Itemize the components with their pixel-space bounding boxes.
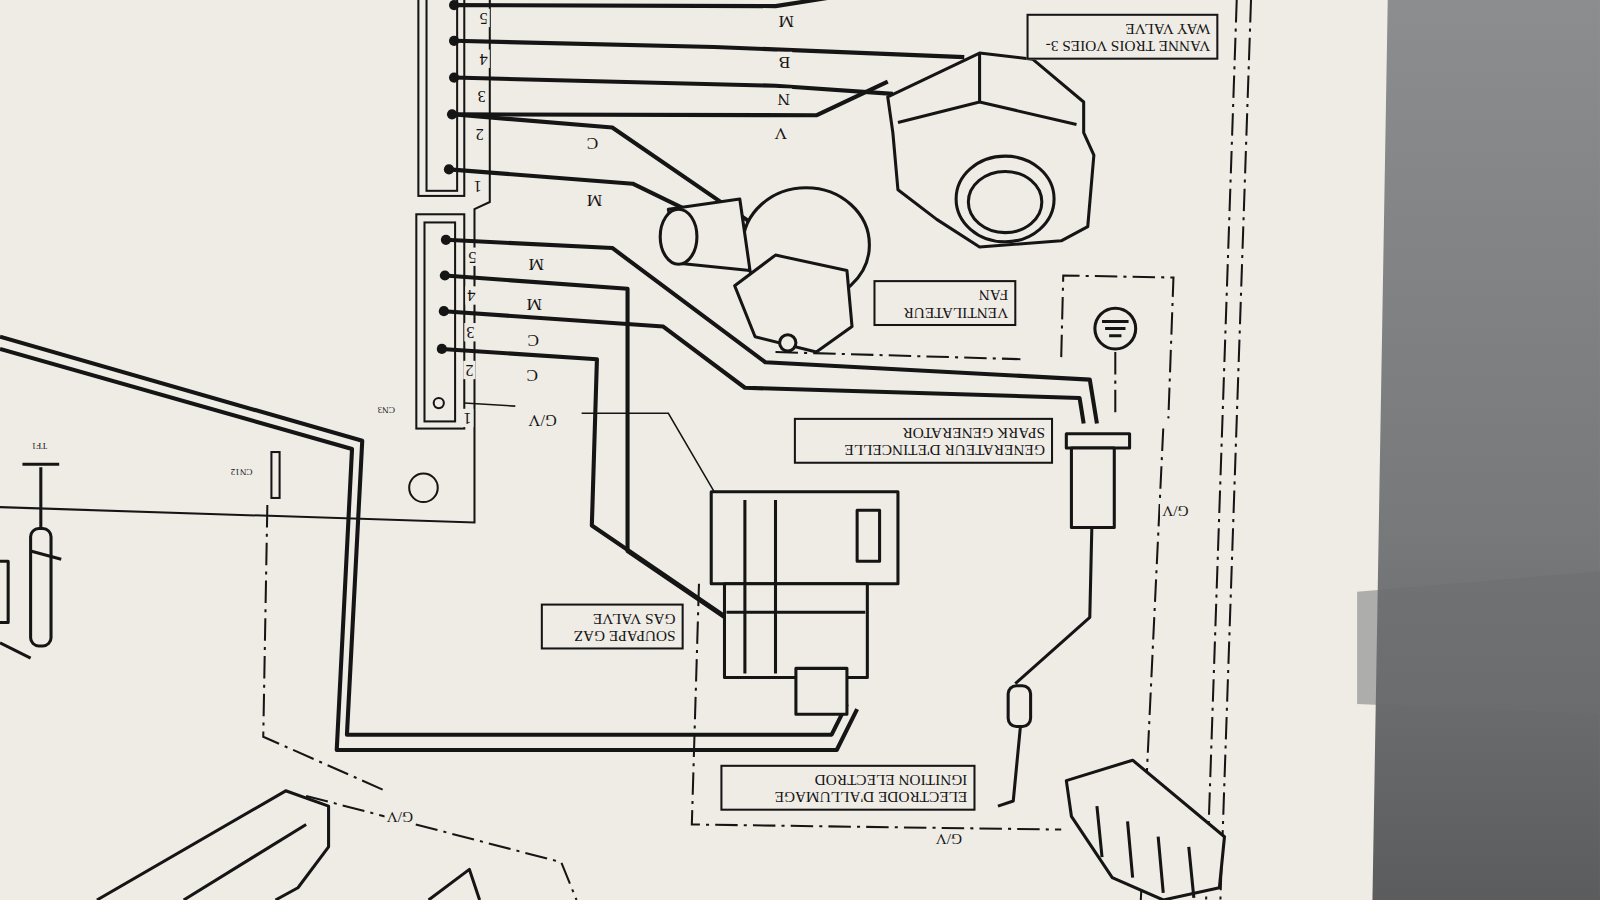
component-name: VANNE TROIS VOIES 3-WAY VALVE — [1035, 19, 1211, 54]
component-name: VENTILATEUR FAN — [882, 286, 1009, 321]
dash-dot-line — [1206, 0, 1237, 900]
terminal-tabs — [1097, 806, 1194, 898]
connector-name: CN3 — [375, 404, 396, 414]
connector-name: CN12 — [229, 466, 255, 476]
mounting-hole — [409, 473, 438, 502]
dash-dot-line — [776, 352, 1021, 359]
sensor-component — [97, 791, 329, 900]
board-edge — [0, 0, 490, 522]
wire — [454, 41, 964, 57]
pin-number: 1 — [461, 409, 473, 427]
wire — [454, 0, 847, 6]
wire — [454, 78, 893, 94]
ignition-lead — [1015, 528, 1092, 684]
three-way-valve-edge — [898, 102, 1077, 124]
wire — [454, 82, 888, 116]
three-way-valve-cap — [968, 171, 1041, 232]
ground-label: G/V — [1160, 502, 1190, 519]
dash-dot-line — [692, 584, 1061, 830]
fan-outlet-mouth — [660, 209, 697, 264]
ground-label: G/V — [385, 808, 415, 825]
component-name: SOUPAPE GAZ GAS VALVE — [549, 609, 676, 644]
wire-color: M — [526, 254, 546, 273]
pin-hollow — [434, 398, 444, 408]
component-label-box: VANNE TROIS VOIES 3-WAY VALVE — [1027, 14, 1219, 59]
dash-dot-line — [1220, 0, 1251, 900]
wire-color: V — [772, 123, 789, 142]
ground-lead — [582, 413, 715, 492]
dash-dot-line — [306, 796, 576, 900]
wire-color: C — [525, 330, 541, 349]
wire-color: C — [524, 365, 540, 384]
spark-generator-body — [1071, 448, 1114, 528]
connector-housing — [416, 214, 464, 428]
sensor-left — [0, 561, 8, 622]
component-label-box: SOUPAPE GAZ GAS VALVE — [541, 604, 684, 649]
pin-number: 3 — [464, 323, 476, 341]
connector-inner — [427, 0, 458, 191]
ground-symbol — [1095, 308, 1136, 349]
sensor-tf1-clip — [31, 551, 62, 559]
ground-label: G/V — [934, 830, 964, 847]
gas-valve-body — [711, 492, 898, 584]
bracket — [429, 869, 480, 900]
electrode-holder — [1008, 686, 1030, 727]
wire-color: M — [584, 189, 604, 208]
wire-color: N — [776, 88, 793, 107]
wire-color: B — [776, 52, 792, 71]
electrode-rod — [998, 727, 1020, 807]
wire-color: C — [584, 133, 600, 152]
fan-hub — [780, 335, 796, 351]
connector-inner — [424, 222, 455, 421]
pin-number: 3 — [476, 88, 488, 106]
dash-dot-line — [263, 505, 387, 792]
gas-valve-port — [857, 510, 879, 561]
component-label-box: VENTILATEUR FAN — [873, 281, 1016, 326]
cn12-connector — [271, 452, 279, 498]
terminal-block — [1066, 760, 1224, 900]
connector-housing — [418, 0, 464, 196]
background-wall — [1372, 0, 1600, 900]
three-way-valve-motor — [956, 156, 1054, 242]
sensor-left-lead — [0, 643, 31, 658]
fan-motor — [735, 255, 852, 352]
component-name: ELECTRODE D'ALLUMAGE IGNITION ELECTROD — [729, 770, 968, 805]
sensor-tf1-body — [31, 529, 51, 646]
pin-number: 2 — [473, 126, 485, 144]
pin-number: 4 — [478, 50, 490, 68]
wire-color: M — [524, 293, 544, 312]
component-name: GENERATEUR D'ETINCELLE SPARK GENERATOR — [802, 423, 1045, 458]
spark-generator-cap — [1066, 434, 1129, 448]
pin-number: 5 — [478, 9, 490, 27]
pin-number: 4 — [465, 287, 477, 305]
pin-number: 1 — [471, 178, 483, 196]
dash-dot-line — [1114, 352, 1116, 418]
ground-symbol-lines — [1102, 321, 1129, 335]
three-way-valve-body — [888, 53, 1094, 247]
gas-valve-plug — [796, 668, 847, 714]
pin-number: 2 — [463, 361, 475, 379]
sensor-name: TF1 — [29, 440, 48, 450]
dash-dot-line — [1061, 276, 1173, 419]
pin-number: 5 — [466, 248, 478, 266]
gas-valve-detail — [727, 500, 866, 673]
component-label-box: GENERATEUR D'ETINCELLE SPARK GENERATOR — [794, 418, 1053, 463]
three-way-valve-edge — [978, 53, 981, 102]
wire-color: M — [776, 11, 796, 30]
component-label-box: ELECTRODE D'ALLUMAGE IGNITION ELECTROD — [720, 765, 975, 810]
wire — [442, 349, 727, 617]
ground-lead — [464, 403, 515, 406]
shadow — [1357, 571, 1600, 714]
sensor-edge — [184, 824, 306, 900]
ground-label: G/V — [527, 411, 559, 429]
sensor-tf1-lead — [22, 464, 59, 530]
